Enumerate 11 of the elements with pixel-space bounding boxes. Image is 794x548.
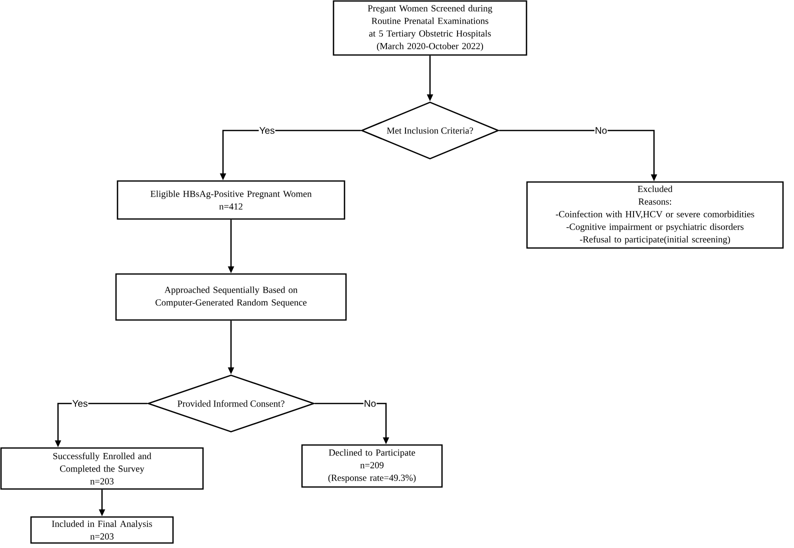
edge-label: Yes <box>72 400 88 408</box>
process-box: Excluded Reasons: -Coinfection with HIV,HCV or severe comorbidities -Cognitive impairment or psychiatric disorders -Refusal to participate(initial screening) <box>526 181 784 249</box>
process-box: Pregant Women Screened during Routine Prenatal Examinations at 5 Tertiary Obstetric Hospitals (March 2020-October 2022) <box>332 0 528 56</box>
edge-label: No <box>363 400 377 408</box>
process-box: Successfully Enrolled and Completed the Survey n=203 <box>0 447 204 490</box>
edge-label: Yes <box>258 126 276 134</box>
edge-label: No <box>594 126 608 134</box>
process-box: Included in Final Analysis n=203 <box>30 516 174 544</box>
process-box: Eligible HBsAg-Positive Pregnant Women n=412 <box>116 180 346 220</box>
process-box: Declined to Participate n=209 (Response rate=49.3%) <box>301 444 443 488</box>
process-box: Approached Sequentially Based on Computer-Generated Random Sequence <box>115 273 347 321</box>
